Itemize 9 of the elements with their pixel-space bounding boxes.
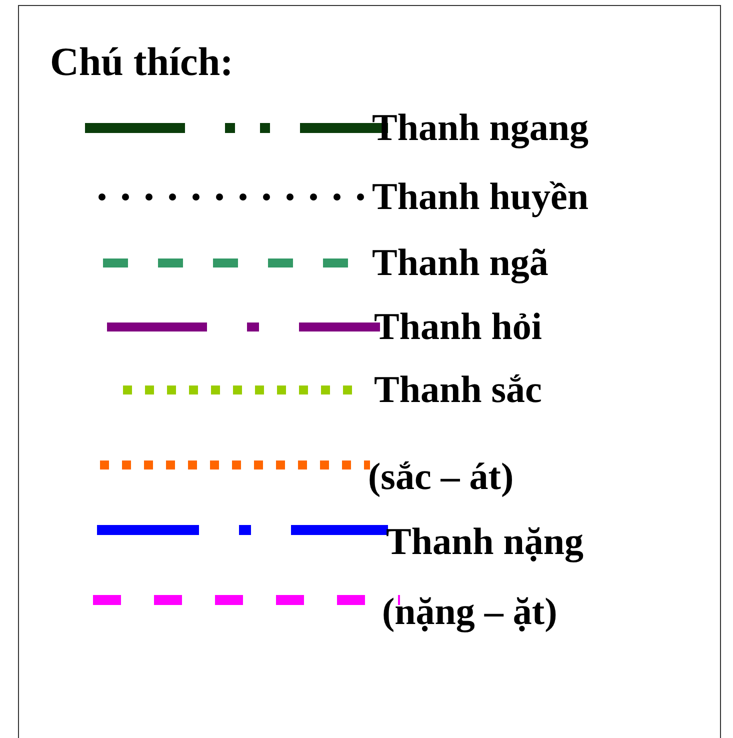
legend-text: Thanh sắc <box>374 368 542 412</box>
legend-text: (nặng – ặt) <box>382 590 558 634</box>
legend-text: Thanh ngã <box>372 241 548 285</box>
legend-text: Thanh hỏi <box>374 305 542 349</box>
legend-text: (sắc – át) <box>368 455 514 499</box>
legend-title: Chú thích: <box>50 40 234 84</box>
legend-text: Thanh nặng <box>386 520 584 564</box>
legend-text: Thanh huyền <box>372 175 589 219</box>
legend-text: Thanh ngang <box>372 106 589 150</box>
